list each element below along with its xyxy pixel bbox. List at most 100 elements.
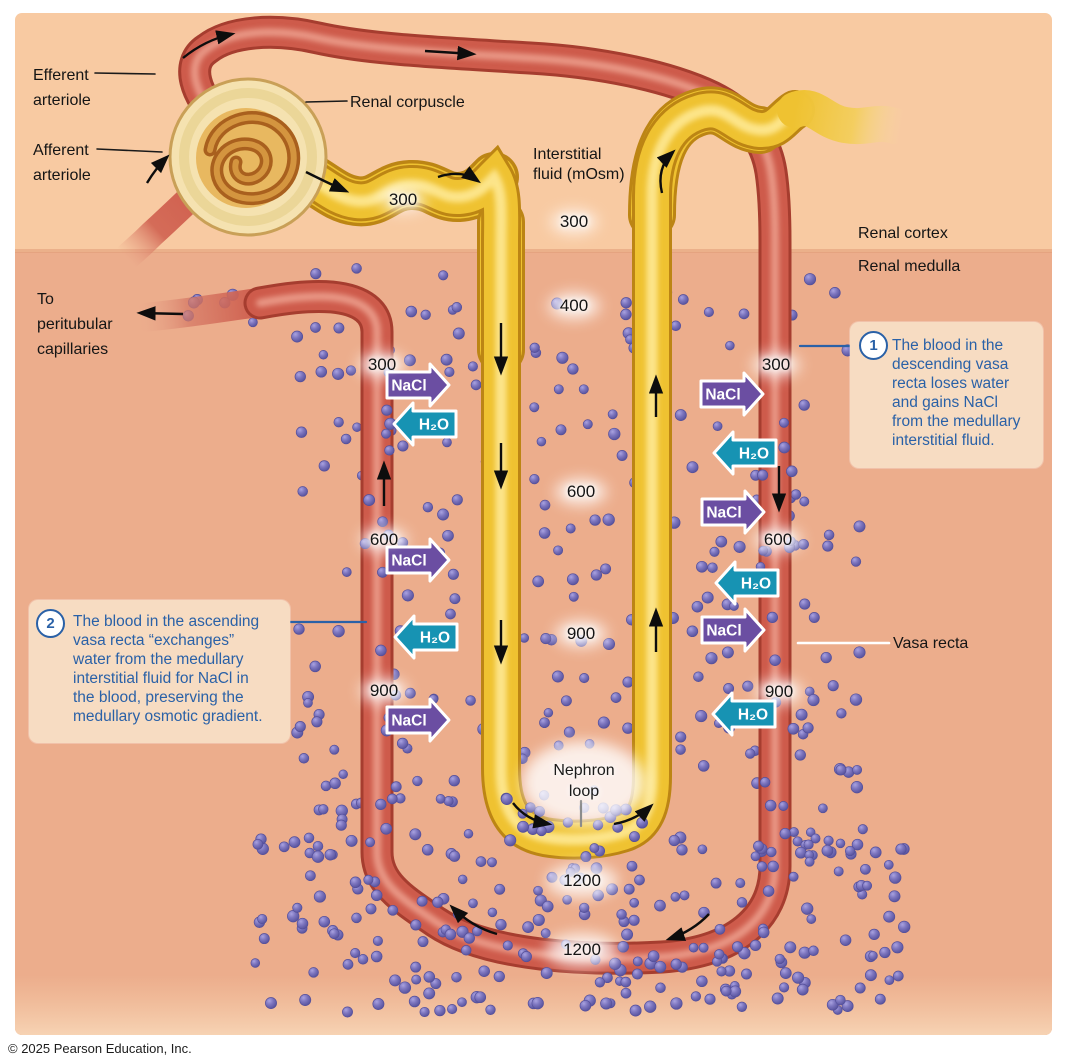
nacl-arrow-label: NaCl [705, 387, 740, 404]
nacl-particle-dot [345, 834, 358, 847]
nacl-particle-dot [517, 820, 530, 833]
nacl-particle-dot [291, 330, 304, 343]
nacl-particle-dot [771, 992, 784, 1005]
nacl-particle-dot [295, 426, 308, 438]
nacl-particle-dot [389, 974, 402, 987]
osmolarity-value-interstitial-column: 300 [559, 212, 589, 231]
nacl-particle-dot [891, 941, 904, 954]
distal-tubule-fade [777, 90, 913, 144]
nacl-particle-dot [629, 897, 640, 908]
nacl-particle-dot [370, 889, 383, 902]
nacl-particle-dot [387, 904, 399, 916]
nacl-particle-dot [582, 419, 593, 430]
nacl-particle-dot [297, 486, 308, 497]
osmolarity-value-cortex-tubule: 300 [388, 190, 418, 209]
nacl-particle-dot [589, 843, 600, 854]
nacl-particle-dot [693, 671, 704, 682]
h2o-transport-arrow: H₂O [712, 430, 778, 476]
nacl-particle-dot [529, 342, 540, 353]
nacl-particle-dot [745, 748, 756, 759]
nacl-particle-dot [363, 494, 376, 507]
nacl-particle-dot [417, 936, 429, 948]
nacl-particle-dot [733, 540, 746, 553]
nacl-particle-dot [704, 993, 716, 1005]
nacl-particle-dot [313, 890, 326, 903]
nacl-particle-dot [532, 913, 545, 927]
nacl-particle-dot [451, 494, 463, 506]
nacl-particle-dot [836, 708, 847, 719]
interstitial-fluid-label: Interstitial fluid (mOsm) [533, 146, 625, 183]
nacl-transport-arrow: NaCl [700, 489, 766, 535]
nacl-particle-dot [288, 836, 301, 848]
afferent-leader [96, 148, 163, 153]
nacl-particle-dot [432, 896, 444, 908]
nacl-particle-dot [796, 983, 809, 996]
nacl-particle-dot [529, 473, 540, 485]
nacl-particle-dot [377, 516, 388, 528]
nacl-particle-dot [485, 1004, 496, 1015]
nacl-particle-dot [654, 899, 666, 912]
nacl-particle-dot [540, 967, 553, 980]
nacl-particle-dot [634, 874, 645, 886]
h2o-arrow-label: H₂O [739, 446, 769, 463]
nacl-particle-dot [884, 975, 895, 986]
nacl-particle-dot [305, 870, 316, 882]
nacl-particle-dot [779, 967, 792, 979]
nacl-particle-dot [716, 966, 727, 977]
nacl-particle-dot [345, 365, 357, 376]
flow-arrow [512, 802, 553, 829]
nacl-particle-dot [853, 646, 866, 659]
nacl-particle-dot [674, 409, 687, 422]
flow-direction-arrows [136, 30, 787, 941]
callout-1-text: The blood in the descending vasa recta l… [892, 337, 1021, 449]
nacl-particle-dot [563, 726, 575, 738]
to-peritubular-label: To peritubular capillaries [37, 291, 113, 358]
nacl-particle-dot [312, 840, 324, 852]
nacl-arrow-shape [700, 489, 766, 535]
nacl-particle-dot [690, 991, 702, 1002]
nacl-particle-dot [714, 923, 726, 935]
nacl-particle-dot [580, 851, 592, 863]
nacl-particle-dot [839, 934, 852, 946]
nacl-particle-dot [318, 350, 329, 360]
nacl-particle-dot [408, 995, 421, 1008]
nacl-particle-dot [757, 469, 769, 481]
nacl-particle-dot [675, 731, 687, 743]
renal-medulla-label: Renal medulla [858, 258, 961, 275]
nacl-arrow-label: NaCl [391, 713, 426, 730]
osmolarity-value-interstitial-column: 1200 [563, 871, 601, 890]
flow-arrow [449, 904, 498, 936]
nacl-particle-dot [252, 838, 264, 850]
leader-lines [94, 72, 891, 828]
callout-2-number: 2 [36, 609, 65, 638]
nacl-particle-dot [827, 680, 839, 692]
nephron-loop-label: Nephron loop [553, 762, 615, 800]
nacl-particle-dot [463, 932, 475, 944]
nacl-particle-dot [701, 591, 714, 604]
nacl-particle-dot [757, 926, 770, 939]
label-halos [358, 187, 803, 967]
nacl-particle-dot [538, 527, 551, 539]
nacl-particle-dot [620, 308, 632, 321]
nacl-particle-dot [779, 982, 790, 993]
callout-1: 1 The blood in the descending vasa recta… [850, 322, 1043, 468]
nacl-particle-dot [835, 994, 846, 1006]
nacl-particle-dot [423, 987, 436, 1000]
nacl-particle-dot [790, 489, 802, 500]
nacl-particle-dot [487, 857, 497, 868]
nacl-particle-dot [888, 890, 901, 903]
vasa-recta-label: Vasa recta [893, 635, 969, 652]
nacl-particle-dot [720, 985, 732, 997]
nacl-particle-dot [318, 460, 330, 472]
nacl-particle-dot [600, 997, 613, 1010]
nacl-particle-dot [778, 441, 791, 454]
nacl-arrow-shape [699, 371, 765, 417]
nacl-particle-dot [705, 652, 718, 665]
nacl-particle-dot [835, 838, 846, 849]
nacl-particle-dot [750, 851, 761, 862]
nacl-particle-dot [802, 722, 814, 734]
nacl-particle-dot [335, 819, 347, 831]
nacl-particle-dot [697, 760, 710, 772]
nacl-particle-dot [352, 422, 362, 432]
